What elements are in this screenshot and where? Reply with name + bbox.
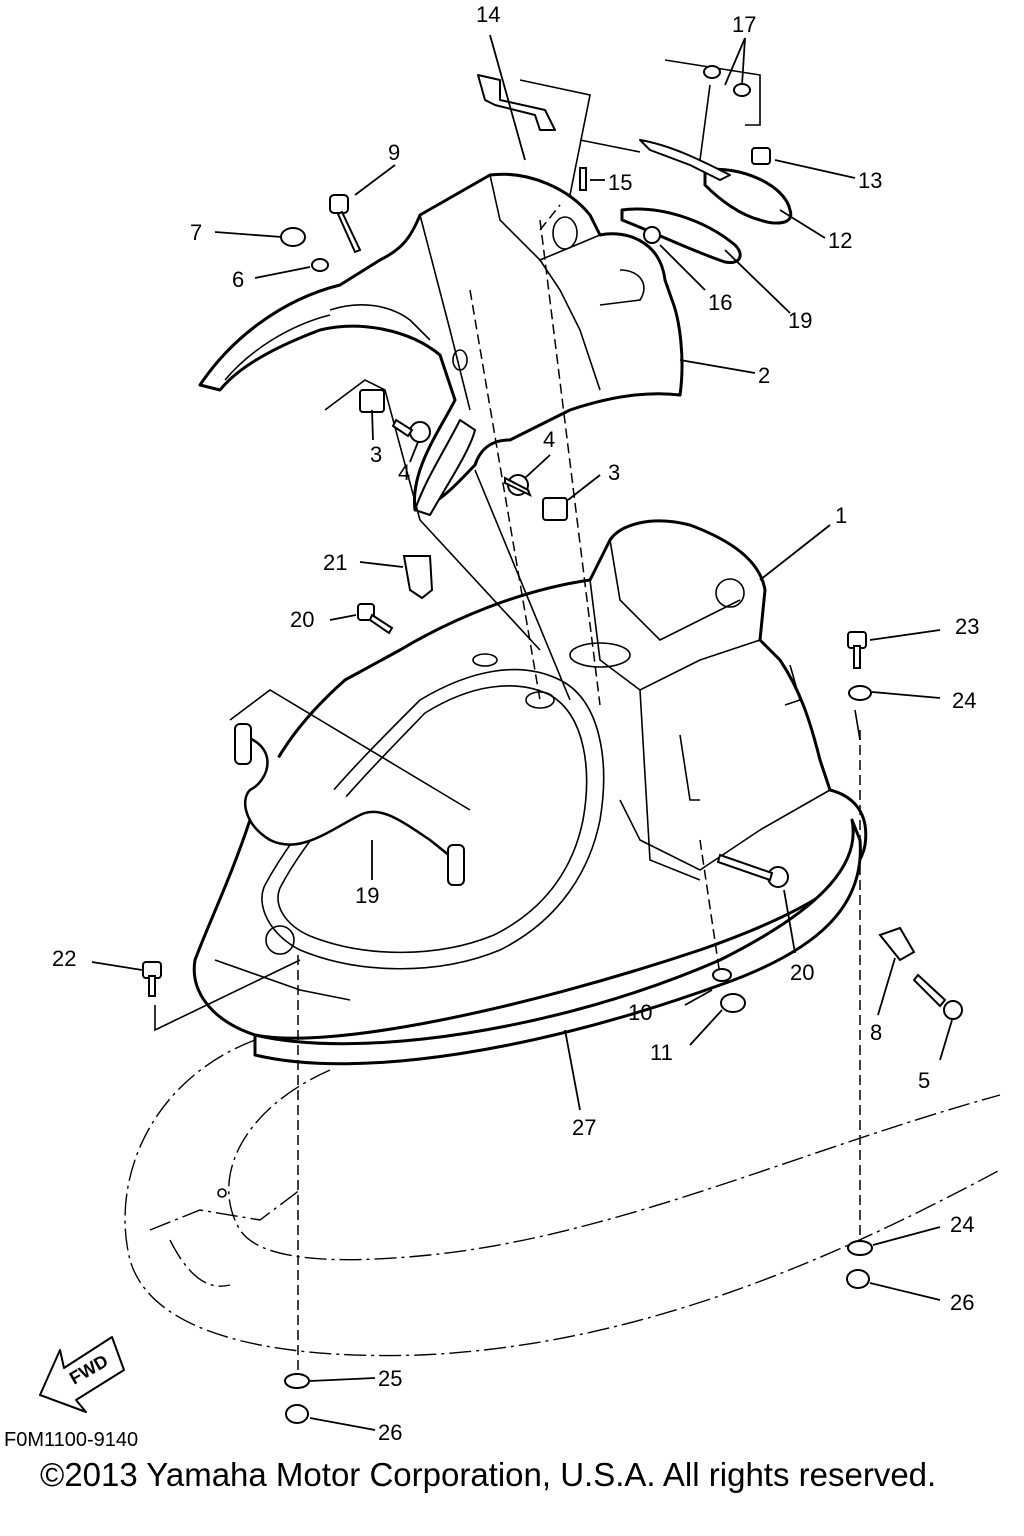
handle-bracket-left [234,723,252,765]
drawing-code: F0M1100-9140 [4,1429,138,1451]
spacer-8 [878,926,916,962]
callout-6: 6 [232,267,244,292]
washer-24a [848,685,872,701]
callout-11: 11 [650,1040,673,1065]
assembly-lines [297,204,861,1380]
callouts: 14 17 9 15 13 7 12 6 16 19 2 4 3 4 3 1 2… [52,2,979,1445]
callout-4a: 4 [398,460,410,485]
pad-18 [620,207,742,265]
hardware [142,65,963,1424]
callout-22: 22 [52,946,76,971]
callout-24b: 24 [950,1212,974,1237]
callout-4b: 4 [543,427,555,452]
nut-26a [846,1269,870,1289]
callout-18: 19 [788,308,812,333]
nut-7 [280,227,306,247]
callout-15: 15 [608,170,632,195]
nut-26b [285,1404,309,1424]
washer-24b [847,1240,873,1256]
clip-13 [751,147,771,165]
callout-12: 12 [828,228,852,253]
callout-2: 2 [758,363,770,388]
callout-8: 8 [870,1020,882,1045]
callout-13: 13 [858,168,882,193]
bolt-4a [409,421,431,443]
callout-27: 27 [572,1115,596,1140]
washer-6 [311,258,329,272]
callout-7: 7 [190,220,202,245]
callout-5: 5 [918,1068,930,1093]
clip-3a [359,389,385,413]
grab-handle [239,733,456,861]
clip-16 [643,226,661,244]
fwd-arrow-icon: FWD [39,1336,125,1413]
callout-17: 17 [732,12,756,37]
callout-16: 16 [708,290,732,315]
clip-3b [542,497,568,521]
callout-3a: 3 [370,442,382,467]
bolt-9-head [329,194,349,214]
bolt-20a [357,603,375,621]
callout-10: 10 [628,1000,652,1025]
callout-26b: 26 [378,1420,402,1445]
bolt-5 [912,973,947,1008]
bracket-17 [639,139,731,181]
nut-11 [720,993,746,1013]
leader-lines [91,34,953,1431]
callout-1: 1 [835,503,847,528]
deck-body [192,519,868,1040]
upper-cowl [198,172,684,516]
copyright-notice: ©2013 Yamaha Motor Corporation, U.S.A. A… [40,1456,936,1493]
bracket-14 [477,74,556,131]
callout-19: 19 [355,883,379,908]
callout-14: 14 [476,2,500,27]
hull-outline [124,1039,1001,1357]
callout-9: 9 [388,140,400,165]
callout-24a: 24 [952,688,976,713]
handle-bracket-right [447,844,465,886]
callout-21: 21 [323,550,347,575]
bolt-9-shank [336,210,362,254]
washer-25 [284,1373,310,1389]
pad-12 [703,167,793,225]
washer-10 [712,968,732,982]
callout-26a: 26 [950,1290,974,1315]
pin-15 [579,167,587,191]
callout-20b: 20 [790,960,814,985]
callout-25: 25 [378,1366,402,1391]
callout-20a: 20 [290,607,314,632]
grommet-21 [402,555,434,600]
callout-3b: 3 [608,460,620,485]
callout-23: 23 [955,614,979,639]
